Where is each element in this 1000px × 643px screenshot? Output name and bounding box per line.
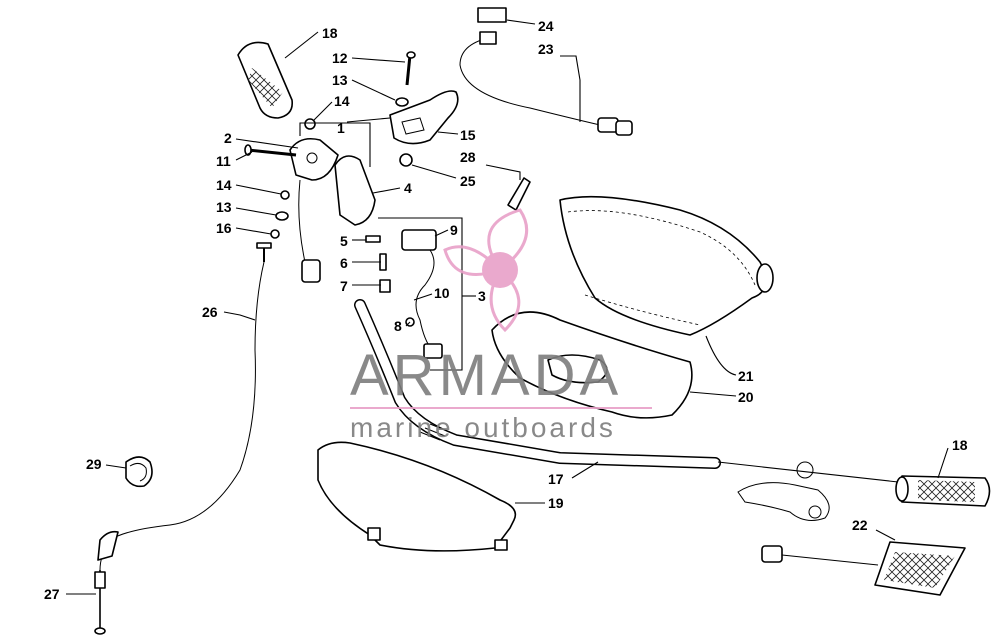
callout-9: 9: [450, 222, 458, 238]
cable-part-23: [459, 31, 633, 136]
right-grip-part: [895, 475, 991, 507]
nut-part-14-top: [304, 118, 316, 130]
callout-17: 17: [548, 471, 564, 487]
callout-15: 15: [460, 127, 476, 143]
callout-22: 22: [852, 517, 868, 533]
watermark-brand: ARMADA: [350, 343, 622, 408]
callout-21: 21: [738, 368, 754, 384]
nut-part-16: [270, 229, 280, 239]
callout-8: 8: [394, 318, 402, 334]
handlebar-part-17: [354, 299, 721, 469]
handlebar-pad-part-19: [317, 441, 517, 552]
left-grip-part: [237, 41, 294, 119]
block-part-7: [379, 279, 391, 293]
callout-13-left: 13: [216, 199, 232, 215]
pin-part-28: [507, 177, 531, 211]
callout-28: 28: [460, 149, 476, 165]
callout-12: 12: [332, 50, 348, 66]
callout-6: 6: [340, 255, 348, 271]
callout-3: 3: [478, 288, 486, 304]
nut-part-14-left: [280, 190, 290, 200]
callout-7: 7: [340, 278, 348, 294]
callout-18-right: 18: [952, 437, 968, 453]
callout-16: 16: [216, 220, 232, 236]
callout-5: 5: [340, 233, 348, 249]
handlebar-shroud-part-20: [491, 311, 693, 419]
throttle-lever-assembly: [737, 461, 830, 521]
bolt-part-11: [244, 144, 297, 157]
callout-2: 2: [224, 130, 232, 146]
callout-29: 29: [86, 456, 102, 472]
callout-19: 19: [548, 495, 564, 511]
handlebar-pad-part-21: [559, 195, 774, 336]
clamp-bracket-part: [389, 90, 459, 145]
callout-20: 20: [738, 389, 754, 405]
clamp-part-29: [125, 456, 153, 488]
watermark: ARMADA marine outboards: [350, 208, 652, 443]
washer-part-13-left: [275, 211, 289, 221]
clip-part-25: [399, 153, 413, 167]
screw-part-12: [405, 51, 416, 86]
callout-10: 10: [434, 285, 450, 301]
callout-23: 23: [538, 41, 554, 57]
callout-18-top: 18: [322, 25, 338, 41]
callout-25: 25: [460, 173, 476, 189]
propeller-logo-icon: [443, 208, 529, 333]
callout-1: 1: [337, 120, 345, 136]
pad-part-24: [477, 7, 507, 23]
spring-part-5: [365, 235, 381, 243]
callout-13-top: 13: [332, 72, 348, 88]
callout-14-top: 14: [334, 93, 350, 109]
cable-end-part-27: [94, 570, 106, 635]
switch-part-9: [401, 229, 443, 359]
callout-4: 4: [404, 180, 412, 196]
throttle-housing-part: [289, 137, 376, 283]
callout-26: 26: [202, 304, 218, 320]
washer-part-13-top: [395, 97, 409, 107]
callout-11: 11: [216, 153, 231, 169]
callout-27: 27: [44, 586, 60, 602]
watermark-tagline: marine outboards: [350, 412, 616, 443]
callout-14-left: 14: [216, 177, 232, 193]
grip-heater-part-22: [761, 541, 966, 596]
throttle-cable-part-26: [97, 242, 272, 571]
callout-24: 24: [538, 18, 554, 34]
